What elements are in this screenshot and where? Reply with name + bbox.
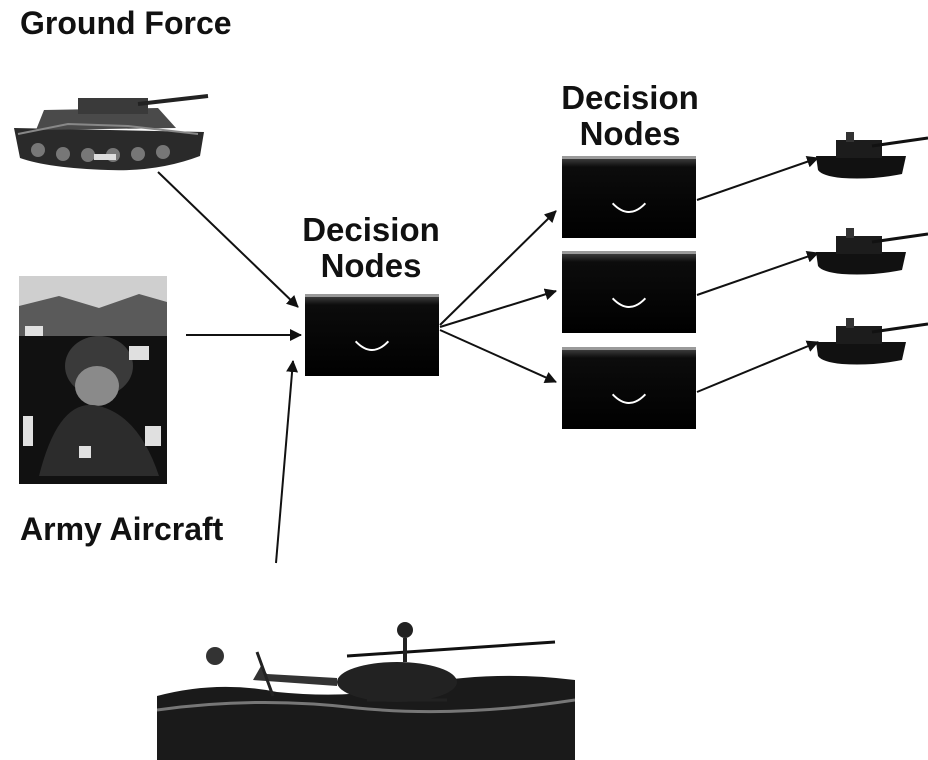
- right-nodes-title-line1: Decision: [555, 80, 705, 116]
- center-node-title-line1: Decision: [296, 212, 446, 248]
- ground-force-label: Ground Force: [20, 6, 232, 41]
- decision-node-3: [562, 347, 696, 429]
- small-tank-icon: [812, 126, 928, 182]
- small-tank-icon: [812, 312, 928, 368]
- tank-icon: [8, 88, 210, 174]
- arrow-node2-to-tank2: [697, 253, 818, 295]
- smile-arc-icon: [562, 254, 696, 333]
- center-decision-node: [305, 294, 439, 376]
- arrow-ground-to-center: [158, 172, 298, 307]
- center-node-title: Decision Nodes: [296, 212, 446, 285]
- right-nodes-title: Decision Nodes: [555, 80, 705, 153]
- arrow-center-to-node1: [440, 211, 556, 325]
- small-tank-icon: [812, 222, 928, 278]
- arrow-center-to-node3: [440, 330, 556, 382]
- right-nodes-title-line2: Nodes: [555, 116, 705, 152]
- smile-arc-icon: [305, 297, 439, 376]
- center-node-title-line2: Nodes: [296, 248, 446, 284]
- soldier-photo: [19, 276, 167, 484]
- helicopter-photo: [157, 600, 575, 760]
- army-aircraft-label: Army Aircraft: [20, 512, 223, 547]
- smile-arc-icon: [562, 159, 696, 238]
- arrow-helicopter-to-center: [276, 361, 293, 563]
- smile-arc-icon: [562, 350, 696, 429]
- arrow-node1-to-tank1: [697, 158, 818, 200]
- arrow-node3-to-tank3: [697, 342, 818, 392]
- decision-node-1: [562, 156, 696, 238]
- decision-node-2: [562, 251, 696, 333]
